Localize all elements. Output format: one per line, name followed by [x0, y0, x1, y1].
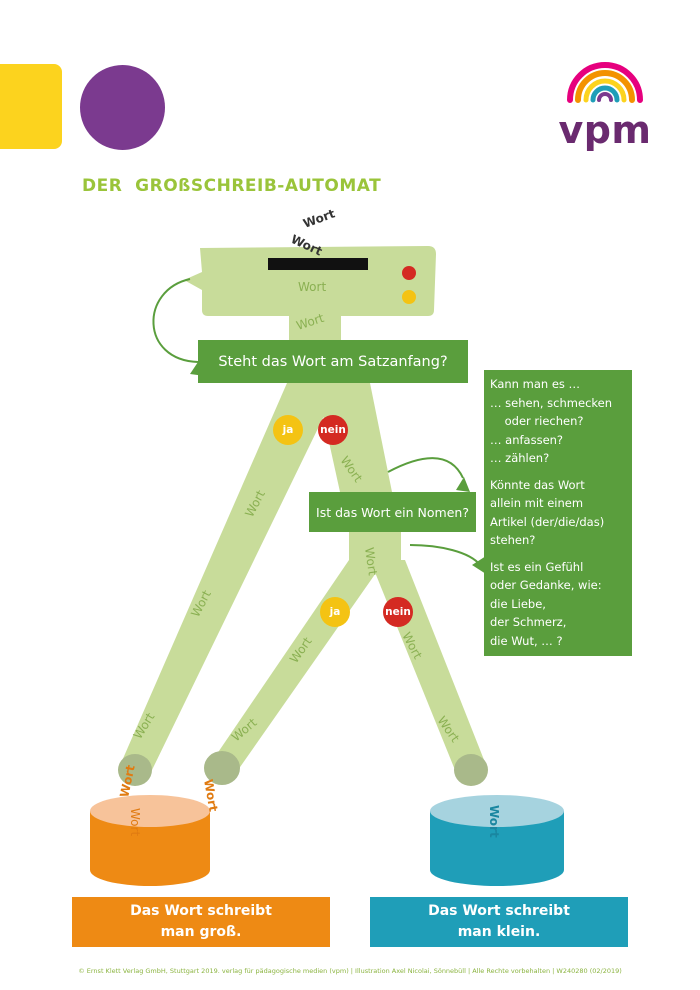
hint-line: die Liebe, — [490, 596, 546, 611]
hint-line: Könnte das Wort — [490, 477, 585, 492]
hint-line: oder Gedanke, wie: — [490, 578, 602, 592]
machine-light-yellow — [402, 290, 416, 304]
word-stem: Wort — [362, 546, 380, 576]
page-title: DER GROßSCHREIB-AUTOMAT — [82, 176, 382, 196]
yellow-square-decoration — [0, 64, 62, 149]
left-pipe — [118, 383, 340, 770]
pointer-panel-top — [456, 477, 470, 492]
machine-body — [184, 246, 436, 316]
footer-copyright: © Ernst Klett Verlag GmbH, Stuttgart 201… — [78, 967, 622, 975]
right-branch-pipe — [316, 383, 392, 492]
hint-line: der Schmerz, — [490, 615, 567, 629]
bin-left — [90, 795, 210, 886]
word-falling-left-2: Wort — [201, 778, 221, 813]
result-uppercase-line-2: man groß. — [160, 924, 242, 940]
pipe-opening-right — [454, 754, 488, 786]
machine-slot — [268, 258, 368, 270]
hint-line: Ist es ein Gefühl — [490, 559, 584, 574]
question-noun: Ist das Wort ein Nomen? — [309, 492, 476, 532]
badge-no-1: nein — [318, 415, 348, 445]
pipe-opening-inner — [204, 751, 240, 785]
result-uppercase: Das Wort schreibt man groß. — [72, 897, 330, 947]
result-uppercase-line-1: Das Wort schreibt — [130, 903, 272, 919]
machine-stem — [289, 314, 341, 342]
right-pipe — [370, 560, 488, 770]
connector-nomen-top — [387, 457, 464, 479]
word-falling-right: Wort — [487, 805, 501, 838]
word-machine-3: Wort — [298, 280, 326, 294]
vpm-logo — [567, 62, 643, 103]
connector-machine — [152, 278, 199, 363]
word-machine-1: Wort — [301, 206, 337, 230]
pointer-panel-side — [472, 556, 486, 574]
result-lowercase-line-2: man klein. — [457, 924, 541, 940]
connector-nomen-side — [409, 544, 481, 566]
hint-line: die Wut, … ? — [490, 633, 563, 648]
pipe-opening-left — [118, 754, 152, 786]
result-lowercase: Das Wort schreibt man klein. — [370, 897, 628, 947]
hint-line: stehen? — [490, 533, 536, 547]
hint-line: … sehen, schmecken — [490, 395, 613, 410]
hint-line: allein mit einem — [490, 496, 584, 510]
logo-text: vpm — [558, 108, 652, 152]
hint-block-feeling: Ist es ein Gefühl oder Gedanke, wie: die… — [490, 558, 626, 651]
purple-circle-decoration — [80, 65, 165, 150]
hint-line: oder riechen? — [490, 414, 584, 428]
bin-right — [430, 795, 564, 886]
word-falling-left-1: Wort — [117, 763, 138, 798]
hint-line: Kann man es … — [490, 377, 581, 391]
result-lowercase-line-1: Das Wort schreibt — [428, 903, 570, 919]
hint-block-senses: Kann man es … … sehen, schmecken oder ri… — [490, 375, 626, 468]
hint-line: … zählen? — [490, 451, 550, 465]
hint-block-article: Könnte das Wort allein mit einem Artikel… — [490, 476, 626, 550]
badge-yes-1: ja — [273, 415, 303, 445]
question-sentence-start: Steht das Wort am Satzanfang? — [198, 340, 468, 383]
machine-light-red — [402, 266, 416, 280]
word-bin-left: Wort — [128, 808, 142, 836]
badge-yes-2: ja — [320, 597, 350, 627]
hint-line: … anfassen? — [490, 432, 564, 447]
hint-line: Artikel (der/die/das) — [490, 514, 605, 529]
nomen-stem — [349, 530, 401, 562]
badge-no-2: nein — [383, 597, 413, 627]
hint-panel: Kann man es … … sehen, schmecken oder ri… — [484, 370, 632, 656]
